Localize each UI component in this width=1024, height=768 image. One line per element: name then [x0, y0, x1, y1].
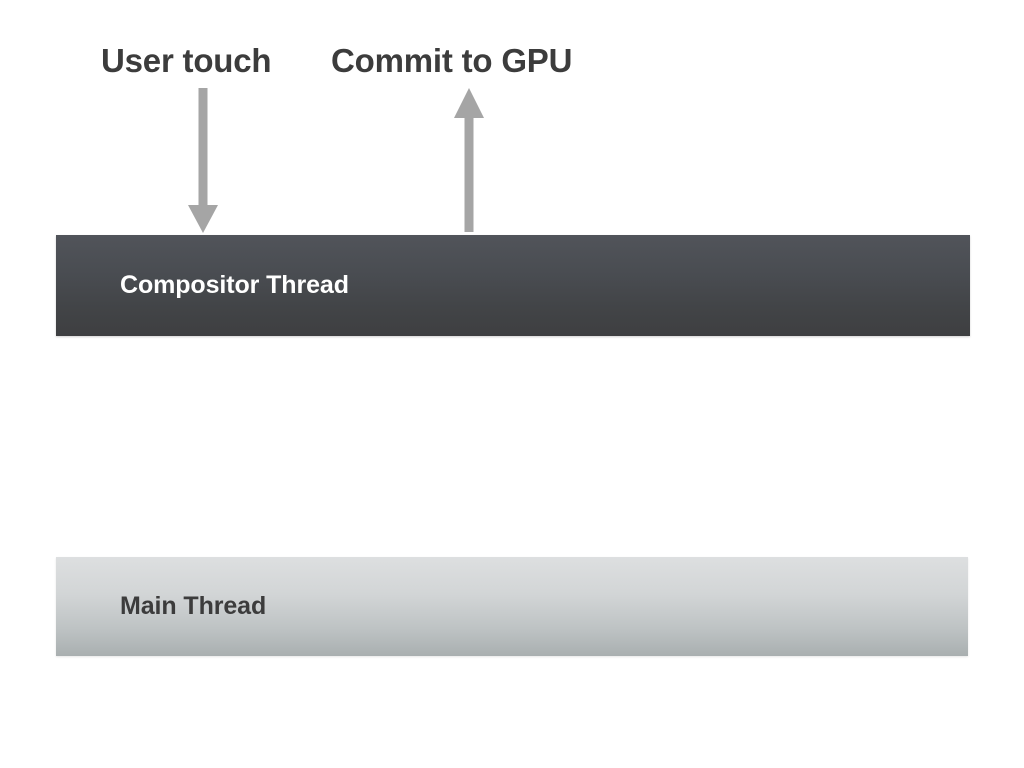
lane-main-thread: Main Thread [56, 557, 968, 656]
lane-label-compositor-thread: Compositor Thread [120, 271, 349, 299]
annotation-label-user-touch: User touch [101, 42, 272, 79]
lane-compositor-thread: Compositor Thread [56, 235, 970, 336]
arrow-down-icon [188, 88, 218, 233]
lane-label-main-thread: Main Thread [120, 592, 267, 620]
annotation-label-commit-to-gpu: Commit to GPU [331, 42, 573, 79]
arrow-up-icon [454, 88, 484, 232]
